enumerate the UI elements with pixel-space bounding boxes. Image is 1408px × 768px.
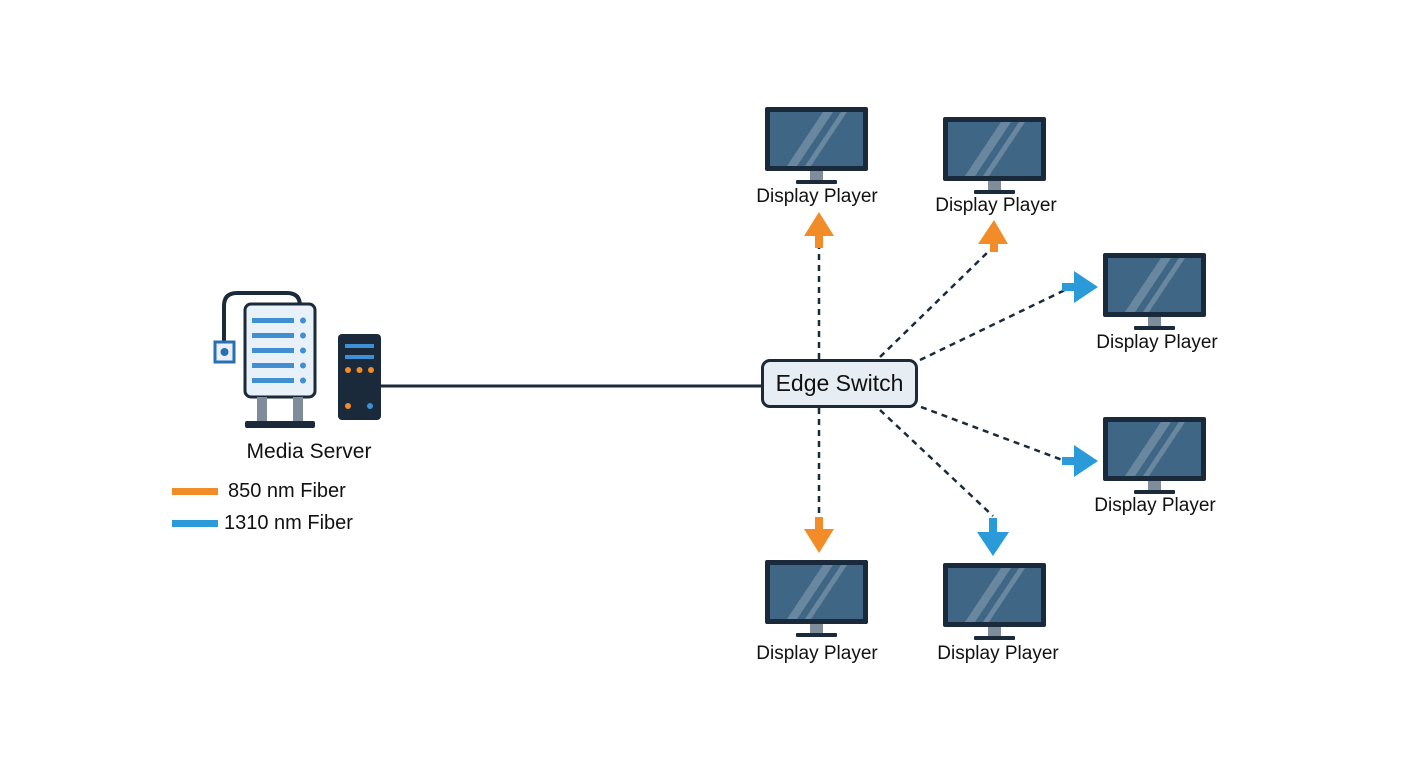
orange-arrow-icon <box>978 220 1008 252</box>
monitor-icon <box>765 107 868 184</box>
display-player-label: Display Player <box>1096 332 1218 353</box>
display-player-label: Display Player <box>756 186 878 207</box>
monitor-icon <box>1103 417 1206 494</box>
legend-swatch-850nm <box>172 488 218 495</box>
legend-swatch-1310nm <box>172 520 218 527</box>
legend-label-1310nm: 1310 nm Fiber <box>224 512 353 534</box>
legend-label-850nm: 850 nm Fiber <box>228 480 346 502</box>
edge-switch-label: Edge Switch <box>775 370 904 396</box>
blue-arrow-icon <box>1062 271 1098 303</box>
monitor-icon <box>943 563 1046 640</box>
link-to-display-player-4 <box>920 405 1066 463</box>
media-server-label: Media Server <box>246 440 372 463</box>
blue-arrow-icon <box>1062 445 1098 477</box>
display-monitors <box>765 107 1206 640</box>
media-server-icon <box>213 291 317 428</box>
display-player-label: Display Player <box>935 195 1057 216</box>
monitor-icon <box>943 117 1046 194</box>
monitor-icon <box>765 560 868 637</box>
orange-arrow-icon <box>804 212 834 248</box>
fiber-links <box>817 248 1066 518</box>
display-player-label: Display Player <box>1094 495 1216 516</box>
display-player-label: Display Player <box>937 643 1059 664</box>
link-to-display-player-6 <box>879 409 994 517</box>
edge-switch: Edge Switch <box>761 359 918 408</box>
link-to-display-player-3 <box>919 288 1066 362</box>
monitor-icon <box>1103 253 1206 330</box>
blue-arrow-icon <box>977 518 1009 556</box>
orange-arrow-icon <box>804 517 834 553</box>
display-player-label: Display Player <box>756 643 878 664</box>
link-to-display-player-2 <box>879 249 991 358</box>
server-tower-icon <box>338 334 381 420</box>
